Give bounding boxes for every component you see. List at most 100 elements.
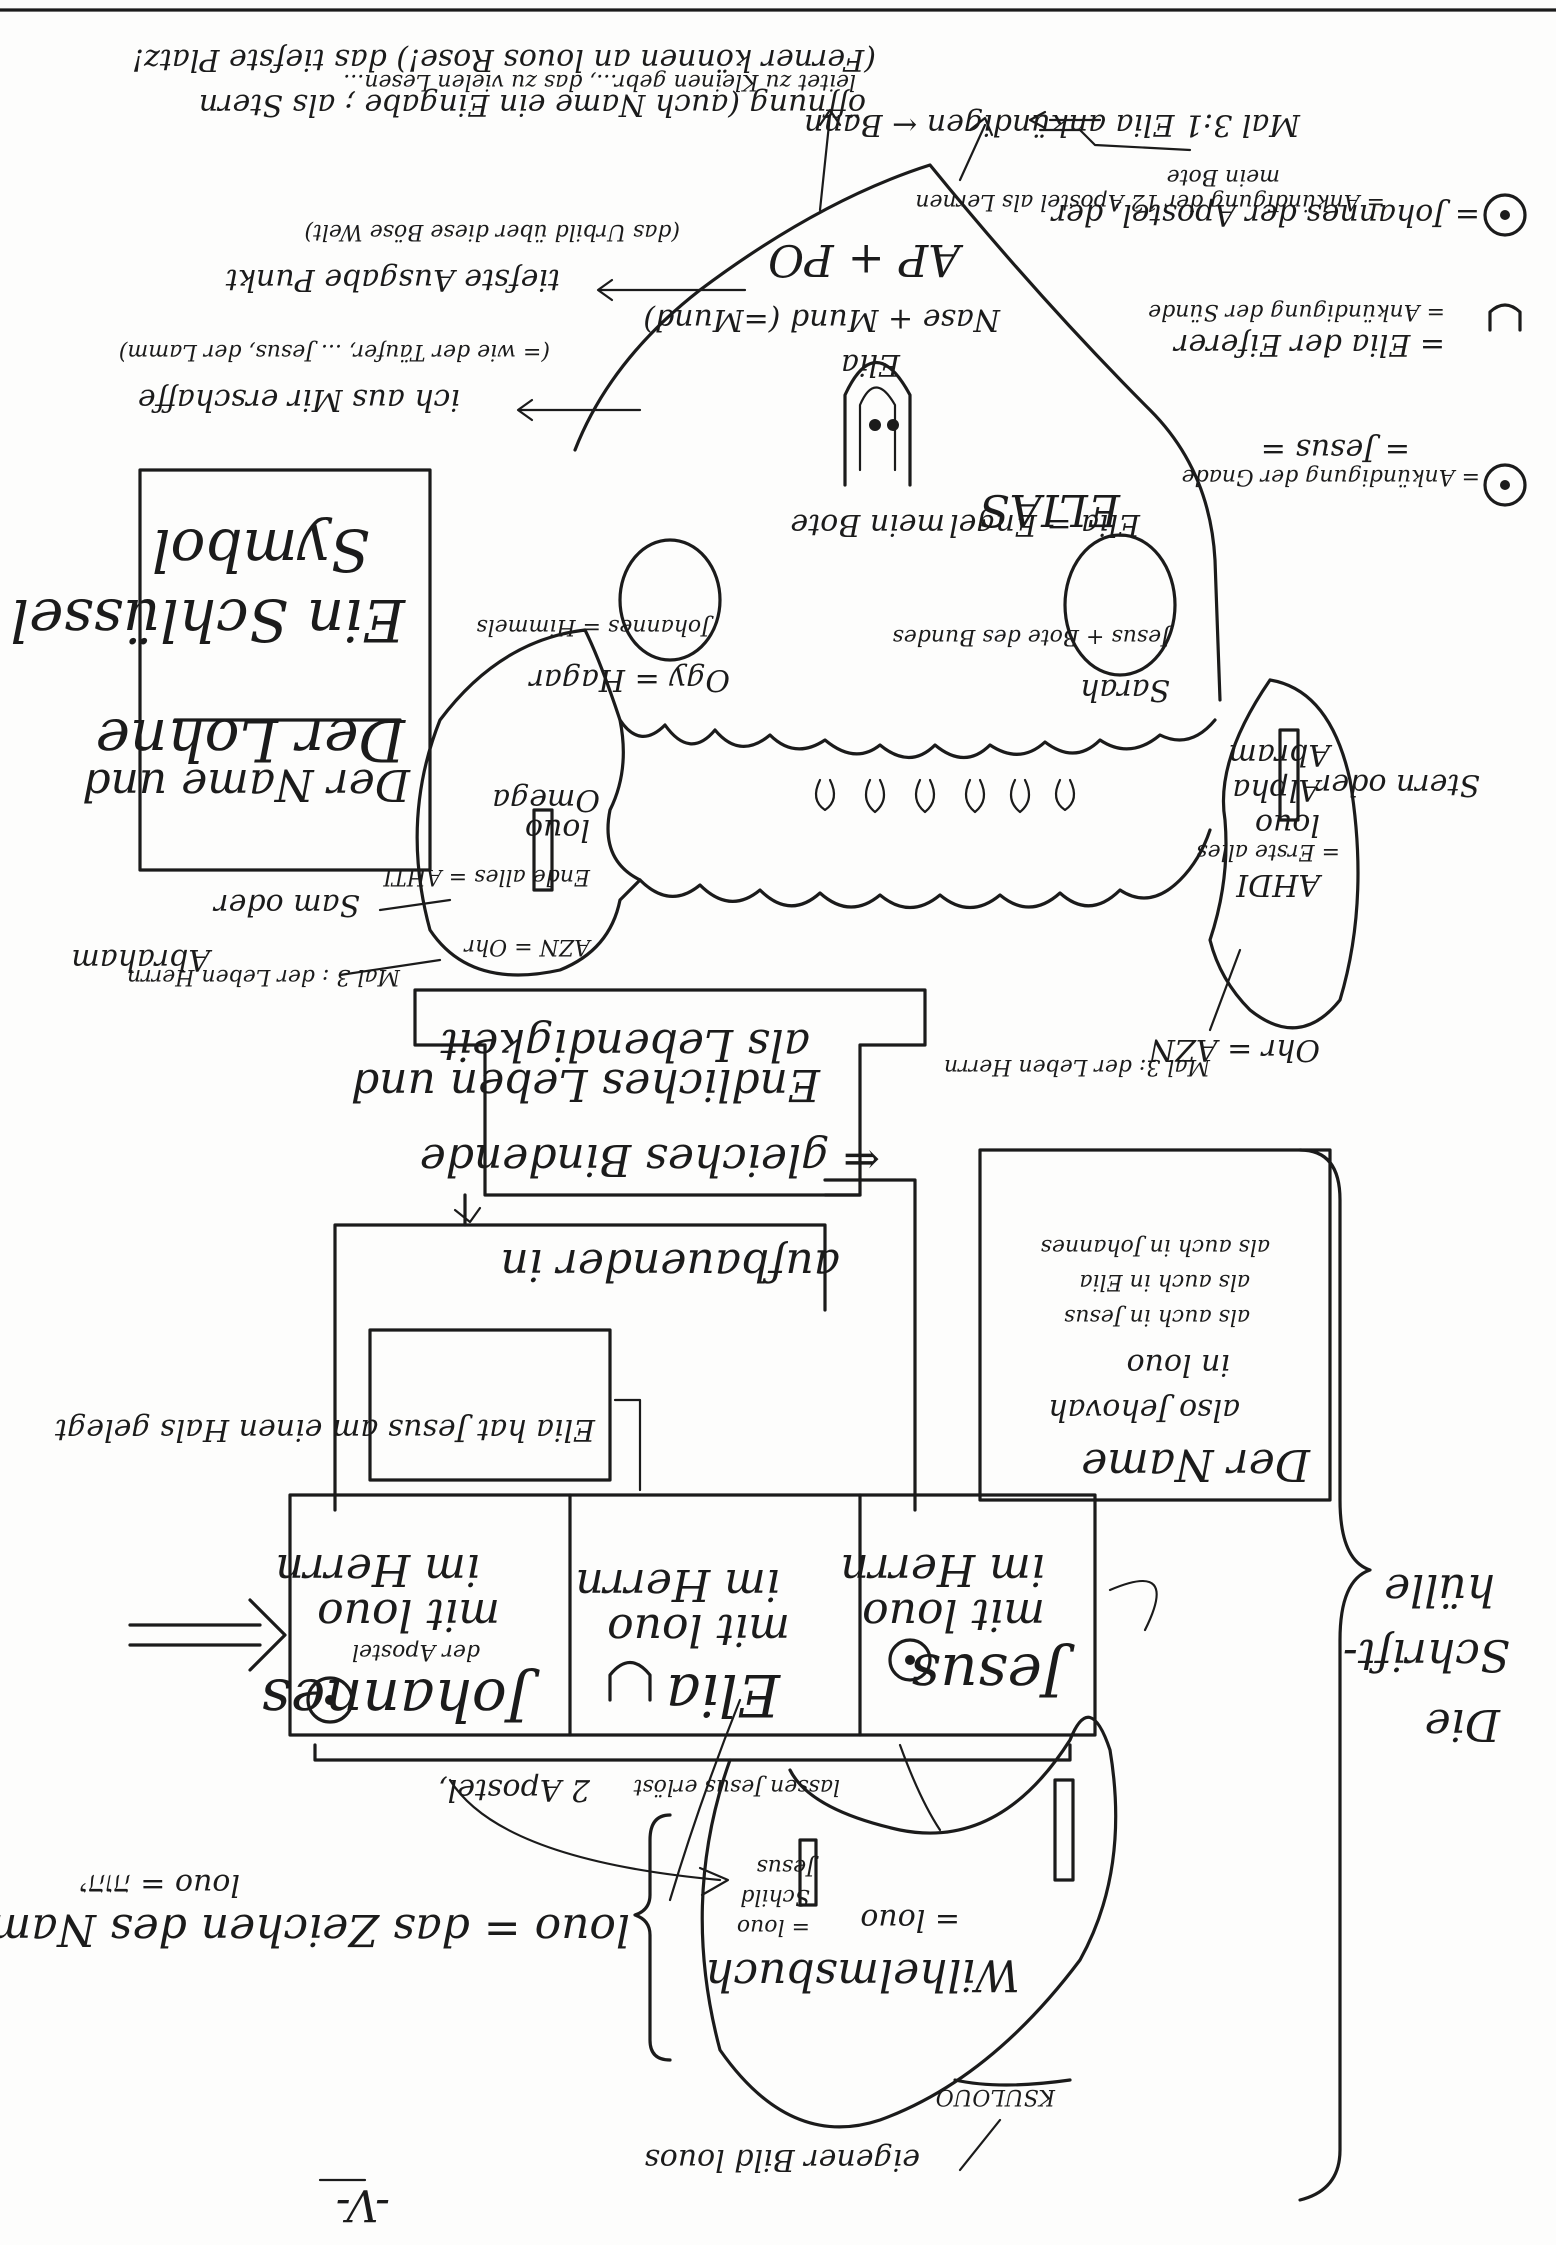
lower-blob-text: Wilhelmsbuch = louo <box>705 1902 1020 2000</box>
jesus-small-label: Jesus <box>756 1854 819 1879</box>
under-table-text: lassen Jesus erlöst 2 Apostel, <box>438 1772 840 1807</box>
alpha-label: Alpha <box>1232 772 1323 807</box>
body-frame <box>333 1178 917 1512</box>
right-ear <box>1208 678 1360 1030</box>
page-number: -V- <box>336 2179 390 2230</box>
head-mid-labels: mein Bote Elia = Engel ELIAS <box>790 484 1141 542</box>
ksulouo-text: KSULOUO <box>936 2084 1056 2109</box>
elia-jesus-box <box>368 1328 612 1482</box>
three-columns-table <box>288 1493 1097 1737</box>
right-brace <box>1298 1148 1372 2202</box>
top-note-2: leitet zu Kleinen gebr..., das zu vielen… <box>343 69 856 94</box>
johannes-himmels-label: Johannes = Himmels <box>476 614 714 639</box>
sam-oder-line <box>378 898 452 912</box>
nose-dot-right <box>887 419 899 431</box>
stern-oder-text: Stern oder <box>1315 767 1480 802</box>
arrow-to-mir-head <box>516 398 534 422</box>
column-johannes-line2: mit louo <box>317 1589 500 1640</box>
elia-symbol <box>1488 303 1522 332</box>
column-elia-line2: mit louo <box>607 1604 790 1655</box>
wilhelm-louo: = louo <box>860 1902 960 1937</box>
lower-blob <box>700 1715 1118 2129</box>
brace-arrow <box>1108 1579 1158 1632</box>
top-note-3: öffnung (auch Name ein Eingabe ; als Ste… <box>199 87 866 122</box>
louo-zeichen-text: louo = das Zeichen des Namens <box>0 1904 630 1955</box>
ahdi-label: AHDI <box>1235 867 1323 902</box>
eigener-bild-text: eigener Bild louos <box>644 2142 920 2177</box>
legend-elia: = Elia der Eiferer = Ankündigung der Sün… <box>1148 299 1445 362</box>
sam-oder-text: Sam oder <box>213 887 360 922</box>
eigener-bild-group: eigener Bild louos <box>644 2142 920 2177</box>
column-jesus-symbol <box>888 1638 932 1682</box>
column-jesus: Jesus mit louo im Herrn <box>840 1544 1075 1709</box>
curve-jesus <box>898 1743 942 1832</box>
beard-scallops-upper <box>618 718 1217 759</box>
left-box-line2: Der Lohne <box>96 706 406 774</box>
legend-elia-text: = Elia der Eiferer <box>1173 327 1445 362</box>
omega-label: Omega <box>492 782 600 817</box>
column-elia-symbol <box>608 1660 652 1702</box>
column-jesus-name: Jesus <box>911 1641 1075 1709</box>
ogy-hagar-label: Ogy = Hagar <box>528 662 730 697</box>
curve-to-blob-head <box>698 1866 730 1897</box>
johannes-symbol <box>1483 193 1527 237</box>
right-ear-bar <box>1278 728 1300 822</box>
jesus-symbol <box>1483 463 1527 507</box>
elias-label-right: ELIAS <box>979 484 1121 535</box>
input-arrow-shaft <box>128 1623 262 1647</box>
schrift-huelle: Die Schrift- hülle <box>1343 1564 1510 1750</box>
nose-arch <box>843 361 912 487</box>
apostel-text: 2 Apostel, <box>438 1772 591 1807</box>
mir-label: ich aus Mir erschaffe <box>138 382 460 417</box>
column-johannes-name: Johannes <box>261 1666 540 1734</box>
tiefste-label: tiefste Ausgabe Punkt <box>225 262 560 297</box>
louo-brace <box>633 1813 672 2062</box>
jesus-small-3: = louo <box>737 1914 810 1939</box>
name-box-line3: in louo <box>1127 1347 1231 1382</box>
legend-elia-sub: = Ankündigung der Sünde <box>1148 299 1445 324</box>
abraham-text: Abraham <box>71 942 213 977</box>
top-notes: (Ferner können an louos Rose!) das tiefs… <box>132 42 876 122</box>
left-ear <box>415 628 642 977</box>
top-note-1: (Ferner können an louos Rose!) das tiefs… <box>132 42 876 77</box>
left-symbol-box <box>138 468 432 872</box>
wilhelm-label: Wilhelmsbuch <box>705 1949 1020 2000</box>
column-elia: Elia mit louo im Herrn <box>575 1559 790 1729</box>
left-ear-louo: louo <box>525 812 590 847</box>
louo-hebrew-text: louo = יהוה <box>80 1867 240 1902</box>
ap-po-label: AP + PO <box>768 234 964 285</box>
lower-blob-bar-right <box>1053 1778 1075 1882</box>
apostel-note-text: = Ankündigung der 12 Apostel als Lernen <box>915 189 1385 214</box>
input-arrow-head <box>248 1598 287 1672</box>
louo-zeichen-group: louo = das Zeichen des Namens <box>0 1904 630 1955</box>
legend-jesus: = Jesus = = Ankündigung der Gnade <box>1182 432 1480 489</box>
urbild-label: (das Urbild über diese Böse Welt) <box>304 219 680 244</box>
column-johannes: Johannes der Apostel mit louo im Herrn <box>261 1544 540 1734</box>
column-elia-name: Elia <box>666 1661 781 1729</box>
lower-small-text: Jesus Schild = louo <box>737 1854 819 1939</box>
left-box-line1: Der Name und <box>82 759 411 810</box>
schrift-label: Schrift- <box>1343 1629 1510 1680</box>
louo-hebrew-group: louo = יהוה <box>80 1867 240 1902</box>
stern-oder: Stern oder <box>1315 767 1480 802</box>
neck-text: ⇐ gleiches Bindende Endliches Leben und … <box>351 1019 880 1185</box>
left-ear-labels: Omega louo Ende alles = AHTI AZN = Ohr <box>382 782 600 959</box>
right-ear-arrow <box>1208 948 1242 1032</box>
name-box-line4: als auch in Jesus <box>1064 1304 1250 1329</box>
column-jesus-line3: im Herrn <box>840 1544 1045 1595</box>
column-johannes-symbol <box>306 1676 354 1724</box>
arrow-up-left <box>818 113 832 212</box>
right-ear-labels: Abram Alpha louo = Erste alles AHDI Ohr … <box>1147 737 1340 1067</box>
mein-bote-note: mein Bote <box>1167 164 1280 189</box>
abram-label: Abram <box>1228 737 1333 772</box>
head-labels: Nase + Mund (=Mund) AP + PO Elia <box>643 234 1001 382</box>
column-jesus-line2: mit louo <box>862 1589 1045 1640</box>
erste-label: = Erste alles <box>1196 839 1340 864</box>
right-ear-mal-text: Mal 3: der Leben Herrn <box>944 1054 1211 1079</box>
name-box-text: Der Name also Jehovah in louo als auch i… <box>1041 1234 1311 1490</box>
ksulouo-arrow <box>958 2118 1002 2172</box>
azn-ohr-label: AZN = Ohr <box>463 934 592 959</box>
name-box-line6: als auch in Johannes <box>1041 1234 1270 1259</box>
